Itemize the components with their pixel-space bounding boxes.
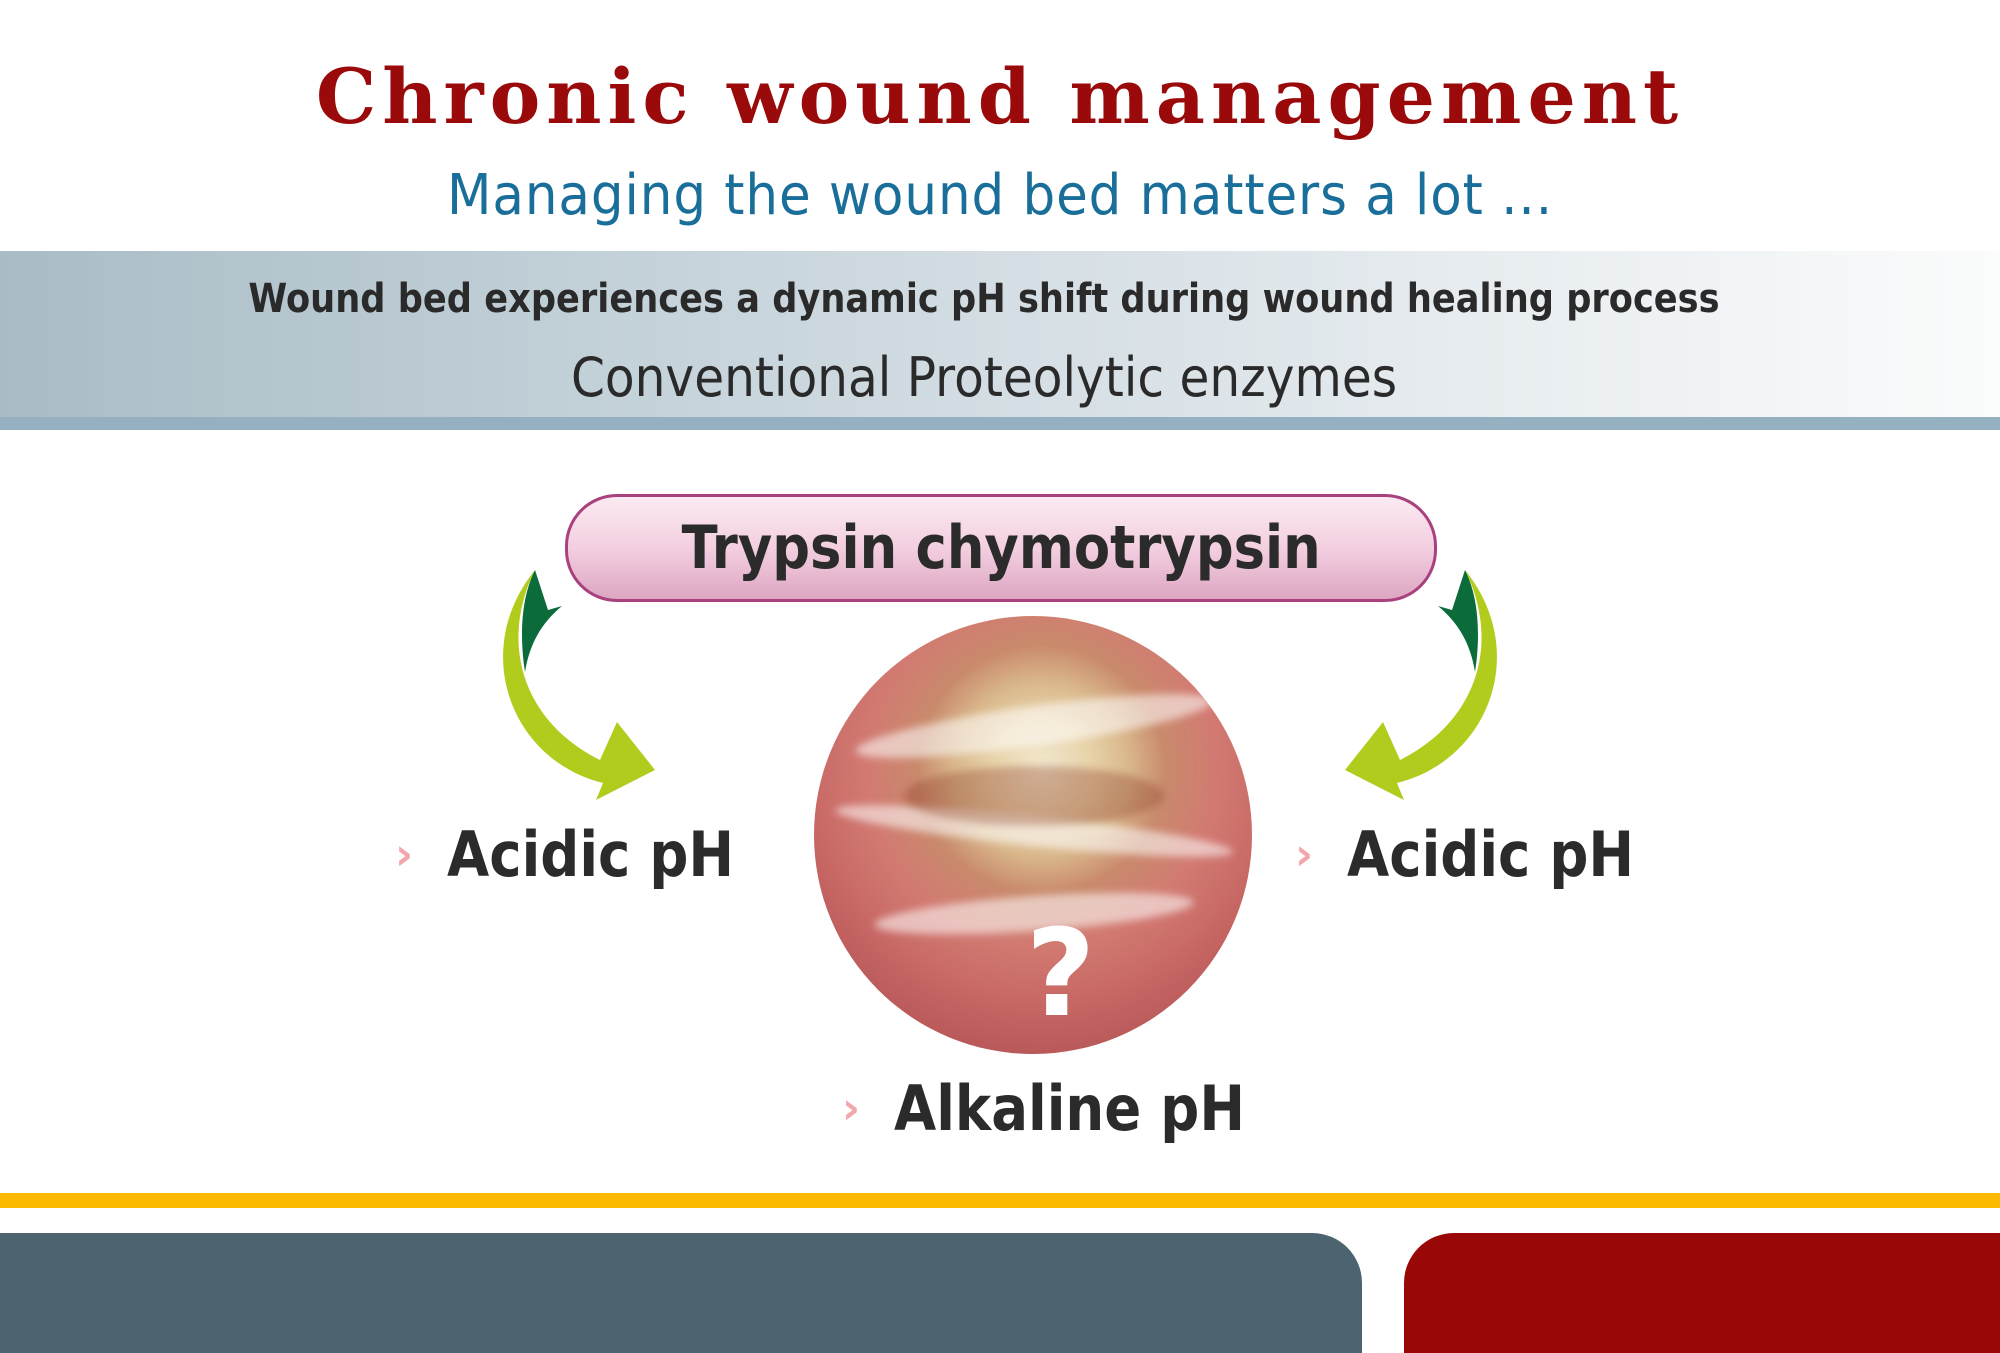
enzyme-label: Trypsin chymotrypsin xyxy=(681,513,1321,583)
right-ph-label: Acidic pH xyxy=(1347,818,1635,891)
page-title: Chronic wound management xyxy=(315,52,1685,141)
enzyme-pill: Trypsin chymotrypsin xyxy=(565,494,1437,602)
footer-panel-left xyxy=(0,1233,1362,1353)
right-curved-arrow-icon xyxy=(1345,570,1497,800)
accent-bar xyxy=(0,1193,2000,1208)
left-curved-arrow-icon xyxy=(503,570,655,800)
left-ph-item: › Acidic pH xyxy=(395,818,773,891)
band-divider xyxy=(0,417,2000,430)
chevron-right-icon: › xyxy=(395,829,414,880)
question-mark: ? xyxy=(1025,905,1096,1044)
chevron-right-icon: › xyxy=(842,1083,861,1134)
right-ph-item: › Acidic pH xyxy=(1295,818,1673,891)
center-ph-item: › Alkaline pH xyxy=(842,1072,1293,1145)
band-heading: Conventional Proteolytic enzymes xyxy=(570,346,1398,409)
left-ph-label: Acidic pH xyxy=(447,818,735,891)
footer-panel-right xyxy=(1404,1233,2000,1353)
band-statement: Wound bed experiences a dynamic pH shift… xyxy=(248,276,1720,322)
center-ph-label: Alkaline pH xyxy=(894,1072,1246,1145)
chevron-right-icon: › xyxy=(1295,829,1314,880)
wound-photo: ? xyxy=(814,616,1252,1054)
page-subtitle: Managing the wound bed matters a lot ... xyxy=(446,163,1553,228)
info-band xyxy=(0,251,2000,417)
